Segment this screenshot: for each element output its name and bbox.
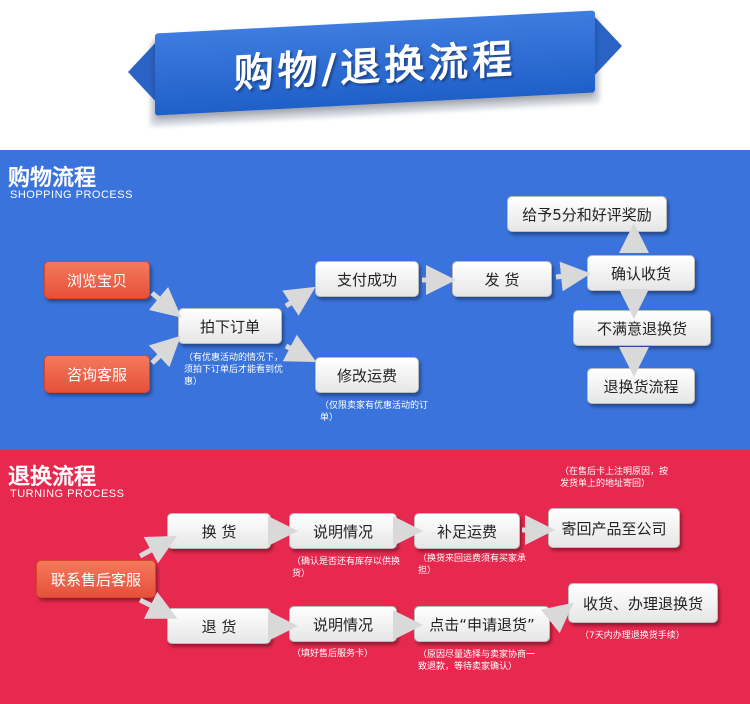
shopping-title: 购物流程 [8, 166, 97, 191]
banner-tail-right [592, 14, 622, 78]
explain1-note: （确认是否还有库存以供换货） [292, 557, 401, 579]
ship-box: 发 货 [452, 261, 552, 297]
reward-box: 给予5分和好评奖励 [507, 196, 667, 232]
order-box: 拍下订单 [178, 308, 282, 344]
contact-box: 联系售后客服 [36, 560, 156, 598]
exchange-box: 换 货 [167, 513, 271, 549]
order-note: （有优惠活动的情况下，须拍下订单后才能看到优惠） [184, 353, 284, 387]
modify-shipping-box: 修改运费 [315, 357, 419, 393]
mail-note: （在售后卡上注明原因，按发货单上的地址寄回） [560, 467, 669, 489]
returns-subtitle: TURNING PROCESS [10, 488, 125, 500]
shopping-subtitle: SHOPPING PROCESS [10, 189, 133, 201]
banner-tail-left [128, 40, 158, 104]
apply-box: 点击“申请退货” [414, 606, 550, 642]
mail-back-box: 寄回产品至公司 [548, 508, 680, 548]
receive-box: 收货、办理退换货 [568, 583, 718, 623]
explain2-box: 说明情况 [289, 606, 397, 642]
explain1-box: 说明情况 [289, 513, 397, 549]
pay-shipping-note: （换货来回运费须有买家承担） [418, 554, 527, 576]
returns-title: 退换流程 [8, 465, 97, 490]
top-banner: 购物/退换流程 [0, 0, 750, 150]
confirm-box: 确认收货 [587, 255, 695, 291]
modify-note: （仅限卖家有优惠活动的订单） [320, 401, 429, 423]
browse-box: 浏览宝贝 [44, 261, 150, 299]
pay-shipping-box: 补足运费 [414, 513, 520, 549]
explain2-note: （填好售后服务卡） [292, 649, 374, 659]
receive-note: （7天内办理退换货手续） [580, 631, 685, 641]
apply-note: （原因尽量选择与卖家协商一致退款，等待卖家确认） [418, 650, 536, 672]
unsatisfied-box: 不满意退换货 [573, 310, 711, 346]
pay-box: 支付成功 [315, 261, 419, 297]
return-process-box: 退换货流程 [587, 368, 695, 404]
consult-box: 咨询客服 [44, 355, 150, 393]
refund-box: 退 货 [167, 608, 271, 644]
